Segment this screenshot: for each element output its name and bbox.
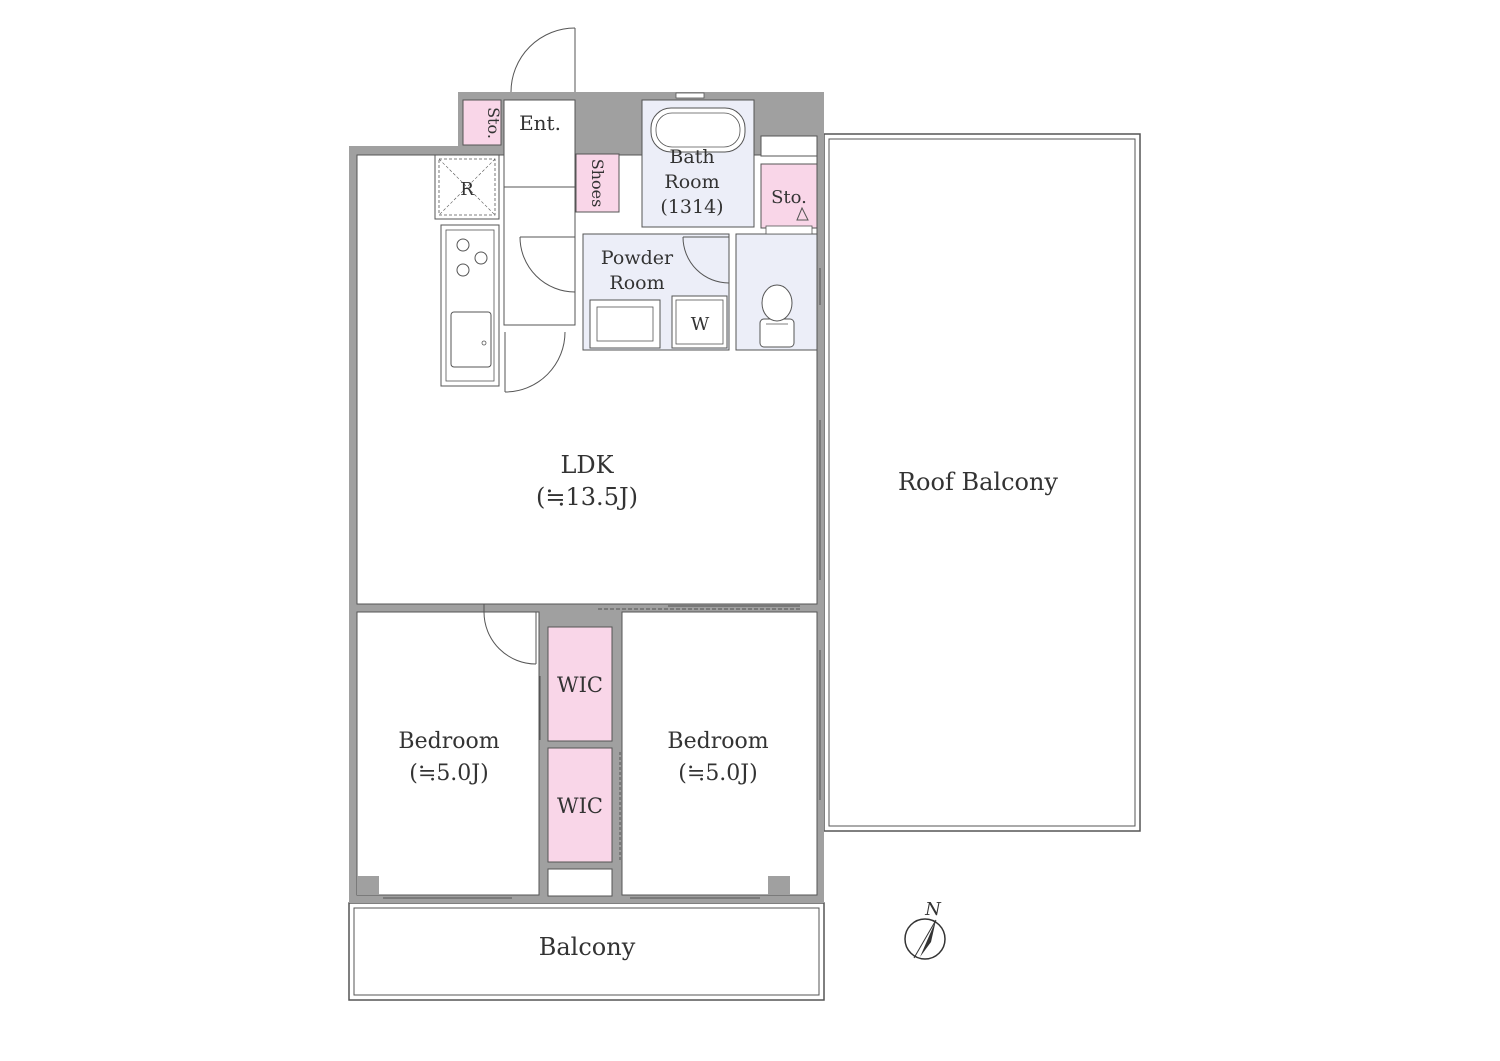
toilet-icon	[759, 284, 795, 348]
bedroom-east-size: (≒5.0J)	[678, 761, 757, 786]
powder-label-1: Powder	[601, 247, 674, 269]
bath-label-1: Bath	[669, 146, 714, 168]
room-labels: LDK (≒13.5J) Roof Balcony Balcony Bedroo…	[398, 107, 1058, 961]
balcony	[348, 902, 825, 1001]
ldk-size: (≒13.5J)	[536, 483, 638, 511]
bedroom-west-label: Bedroom	[398, 729, 499, 754]
room-floors	[356, 99, 818, 897]
stove-icon	[456, 238, 488, 277]
compass-icon: N	[904, 899, 946, 960]
powder-room-fixtures	[589, 295, 728, 349]
balcony-label: Balcony	[539, 933, 636, 961]
fridge-label: R	[460, 179, 474, 200]
kitchen-sink-icon	[450, 311, 492, 368]
bathtub-icon	[650, 92, 746, 153]
roof-balcony	[823, 133, 1141, 832]
shoes-label: Shoes	[588, 159, 607, 208]
powder-label-2: Room	[609, 272, 664, 294]
wic-lower-label: WIC	[557, 794, 603, 818]
bedroom-east-label: Bedroom	[667, 729, 768, 754]
doors	[383, 27, 821, 899]
entrance-label: Ent.	[519, 111, 561, 135]
storage-bath-label: Sto.	[771, 187, 807, 208]
storage-entrance-label: Sto.	[484, 107, 503, 139]
washer-label: W	[691, 314, 710, 335]
compass-north-label: N	[924, 899, 942, 920]
wic-upper-label: WIC	[557, 673, 603, 697]
bath-label-3: (1314)	[660, 196, 723, 218]
kitchen	[434, 154, 500, 387]
roof-balcony-label: Roof Balcony	[898, 468, 1058, 496]
water-heater-icon	[765, 206, 813, 235]
bath-label-2: Room	[664, 171, 719, 193]
ldk-label: LDK	[560, 451, 614, 479]
bedroom-west-size: (≒5.0J)	[409, 761, 488, 786]
